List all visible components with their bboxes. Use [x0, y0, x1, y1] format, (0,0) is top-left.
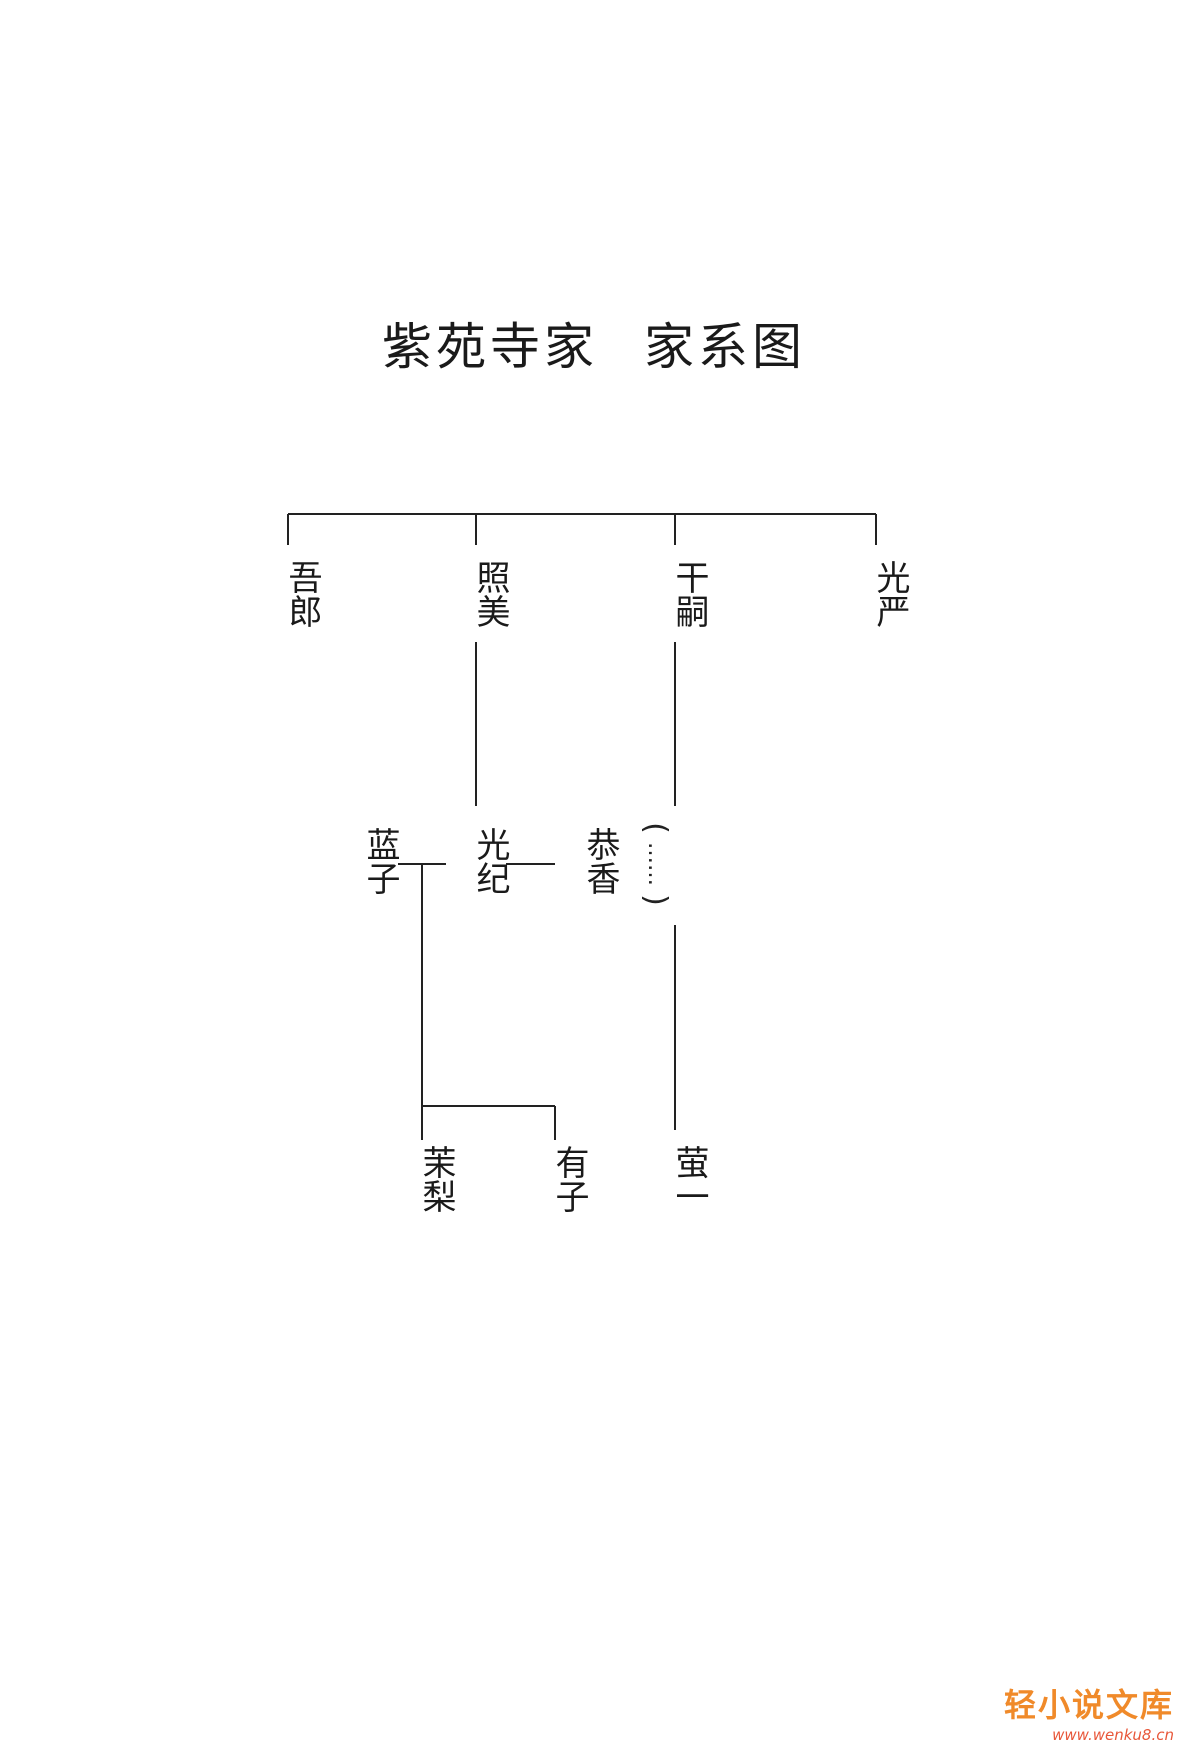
member-yuko: 有子: [549, 1145, 589, 1213]
watermark: 轻小说文库 www.wenku8.cn: [1004, 1680, 1174, 1744]
member-aiko: 蓝子: [360, 827, 400, 895]
member-unknown: ( …… ): [635, 820, 675, 912]
watermark-url: www.wenku8.cn: [1052, 1726, 1174, 1744]
unknown-open-bracket: (: [638, 822, 673, 834]
member-kogen: 光严: [870, 560, 910, 628]
diagram-title: 紫苑寺家家系图: [0, 322, 1188, 372]
member-mitsunori: 光纪: [470, 827, 510, 895]
watermark-logo: 轻小说文库: [1003, 1686, 1174, 1724]
title-family-name: 紫苑寺家: [382, 318, 598, 376]
member-kyoka: 恭香: [580, 827, 620, 895]
member-terumi: 照美: [470, 560, 510, 628]
unknown-dots: ……: [643, 842, 668, 886]
member-kanji: 干嗣: [669, 560, 709, 628]
unknown-close-bracket: ): [638, 894, 673, 906]
member-mari: 茉梨: [416, 1145, 456, 1213]
title-caption: 家系图: [644, 318, 806, 376]
member-goro: 吾郎: [282, 560, 322, 628]
member-keiichi: 萤一: [669, 1145, 709, 1213]
